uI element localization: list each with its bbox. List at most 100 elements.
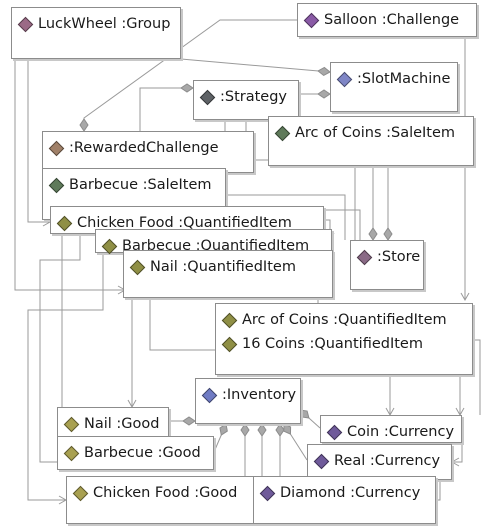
node-label: Chicken Food :Good — [93, 485, 238, 501]
node-row: :Store — [356, 247, 420, 267]
composition-diamond — [368, 227, 378, 241]
connector — [149, 292, 215, 351]
composition-diamond — [219, 423, 228, 436]
connector — [39, 234, 81, 463]
node-real[interactable]: Real :Currency — [307, 444, 452, 480]
node-label: :SlotMachine — [357, 71, 451, 87]
node-label: 16 Coins :QuantifiedItem — [242, 336, 423, 352]
node-row: Real :Currency — [313, 451, 440, 471]
good-icon — [63, 445, 80, 461]
node-row: LuckWheel :Group — [17, 14, 170, 34]
node-row: Nail :QuantifiedItem — [129, 257, 296, 277]
node-arc-q[interactable]: Arc of Coins :QuantifiedItem 16 Coins :Qu… — [215, 303, 473, 375]
node-label: :Store — [377, 249, 421, 265]
store-icon — [356, 249, 373, 265]
composition-diamond — [180, 83, 194, 93]
group-icon — [17, 16, 34, 32]
node-luckwheel[interactable]: LuckWheel :Group — [11, 7, 181, 59]
node-label: Arc of Coins :QuantifiedItem — [242, 312, 447, 328]
node-row: :Strategy — [199, 87, 287, 107]
node-row: Barbecue :Good — [63, 443, 201, 463]
composition-diamond — [383, 227, 393, 241]
node-row: :RewardedChallenge — [48, 138, 219, 158]
node-label: Salloon :Challenge — [324, 12, 460, 28]
node-label: Barbecue :SaleItem — [69, 177, 212, 193]
node-row: Diamond :Currency — [259, 483, 420, 503]
node-coin[interactable]: Coin :Currency — [320, 415, 462, 443]
node-label: Nail :QuantifiedItem — [150, 259, 296, 275]
node-row: Salloon :Challenge — [303, 10, 459, 30]
node-row: Barbecue :SaleItem — [48, 175, 212, 195]
currency-icon — [259, 485, 276, 501]
connector — [473, 339, 481, 415]
node-salloon[interactable]: Salloon :Challenge — [297, 3, 477, 37]
node-row: :Inventory — [201, 385, 296, 405]
node-label: LuckWheel :Group — [38, 16, 171, 32]
node-row: Arc of Coins :SaleItem — [274, 123, 455, 143]
inventory-icon — [201, 387, 218, 403]
composition-diamond — [317, 66, 331, 77]
node-store[interactable]: :Store — [350, 240, 424, 290]
node-label: :Inventory — [222, 387, 297, 403]
node-row: :SlotMachine — [336, 69, 450, 89]
quantified-icon — [101, 238, 118, 254]
node-label: Nail :Good — [84, 416, 160, 432]
rewarded-icon — [48, 140, 65, 156]
node-slotmachine[interactable]: :SlotMachine — [330, 62, 458, 112]
node-label: Barbecue :Good — [84, 445, 201, 461]
composition-diamond — [257, 423, 267, 437]
strategy-icon — [199, 89, 216, 105]
arrowhead — [460, 292, 470, 302]
slotmachine-icon — [336, 71, 353, 87]
node-label: :RewardedChallenge — [69, 140, 219, 156]
currency-icon — [313, 453, 330, 469]
composition-diamond — [240, 423, 250, 437]
node-label: :Strategy — [220, 89, 288, 105]
node-label: Chicken Food :QuantifiedItem — [77, 215, 292, 231]
connector — [27, 59, 50, 223]
connector — [436, 480, 441, 501]
node-label: Coin :Currency — [347, 424, 455, 440]
good-icon — [63, 416, 80, 432]
composition-diamond — [283, 423, 292, 435]
currency-icon — [326, 424, 343, 440]
node-strategy[interactable]: :Strategy — [193, 80, 299, 120]
composition-diamond — [317, 89, 331, 99]
node-row: Chicken Food :QuantifiedItem — [56, 213, 292, 233]
node-rewarded[interactable]: :RewardedChallenge — [42, 131, 254, 173]
node-row: Coin :Currency — [326, 422, 454, 442]
saleitem-icon — [48, 177, 65, 193]
node-row: Arc of Coins :QuantifiedItem — [221, 310, 447, 330]
node-row: Nail :Good — [63, 414, 159, 434]
connector — [14, 59, 125, 291]
node-chicken-good[interactable]: Chicken Food :Good — [66, 476, 256, 524]
connector — [139, 87, 193, 131]
connector — [452, 430, 463, 463]
node-nail-q[interactable]: Nail :QuantifiedItem — [123, 250, 333, 298]
quantified-icon — [221, 336, 238, 352]
good-icon — [72, 485, 89, 501]
connector — [180, 58, 331, 73]
node-row: 16 Coins :QuantifiedItem — [221, 334, 423, 354]
node-inventory[interactable]: :Inventory — [195, 378, 301, 424]
connector — [27, 253, 104, 501]
composition-diamond — [79, 118, 89, 132]
quantified-icon — [129, 259, 146, 275]
composition-diamond — [182, 416, 196, 426]
composition-diamond — [299, 409, 310, 419]
connector — [226, 194, 346, 240]
node-row: Chicken Food :Good — [72, 483, 237, 503]
challenge-icon — [303, 12, 320, 28]
node-label: Diamond :Currency — [280, 485, 421, 501]
composition-diamond — [275, 423, 285, 437]
saleitem-icon — [274, 125, 291, 141]
quantified-icon — [56, 215, 73, 231]
node-label: Arc of Coins :SaleItem — [295, 125, 456, 141]
node-arc-sale[interactable]: Arc of Coins :SaleItem — [268, 116, 474, 166]
node-diamond[interactable]: Diamond :Currency — [253, 476, 436, 524]
quantified-icon — [221, 312, 238, 328]
arrowhead — [450, 457, 460, 467]
node-barbecue-good[interactable]: Barbecue :Good — [57, 436, 214, 470]
node-label: Real :Currency — [334, 453, 441, 469]
